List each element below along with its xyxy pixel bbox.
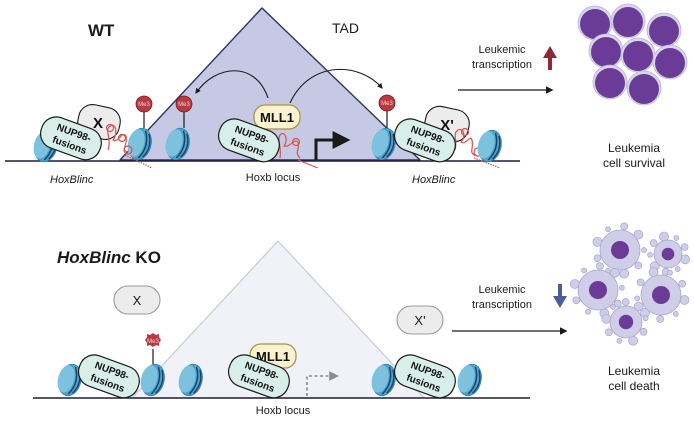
hoxb-rna-icon (278, 132, 319, 169)
x-prime-protein-detached: X' (396, 305, 444, 335)
result-line1: Leukemia (608, 364, 660, 378)
leukemia-cell-icon (620, 37, 656, 73)
leukemia-cell-icon (588, 33, 624, 69)
nup98-fusion-protein: NUP98- fusions (227, 354, 290, 399)
nucleosome-icon (454, 360, 486, 400)
me3-mark: Me3 (135, 95, 153, 128)
mll1-protein: MLL1 (253, 104, 301, 130)
loop-arrow-right (289, 68, 383, 104)
hoxb-locus-label: Hoxb locus (246, 172, 301, 184)
hoxblinc-label-right: HoxBlinc (412, 174, 456, 186)
nup98-fusion-protein: NUP98- fusions (77, 354, 140, 399)
transcription-label: transcription (472, 299, 532, 311)
nup98-fusion-protein: NUP98- fusions (217, 118, 280, 163)
tad-label: TAD (332, 20, 359, 36)
me3-mark: Me3 (175, 95, 193, 128)
svg-text:X: X (93, 115, 103, 132)
me3-mark: Me3 (145, 333, 161, 364)
wt-title: WT (88, 21, 115, 40)
dying-cell-icon (634, 267, 690, 323)
dying-cell-icon (592, 222, 647, 279)
transcription-label: transcription (472, 59, 532, 71)
svg-text:MLL1: MLL1 (260, 110, 294, 125)
ko-title: HoxBlinc KO (57, 248, 161, 267)
leukemia-cell-icon (592, 64, 628, 100)
leukemia-cell-icon (626, 70, 662, 106)
nup98-fusion-protein: NUP98- fusions (39, 116, 102, 161)
nucleosome-icon (474, 126, 506, 166)
result-line2: cell survival (603, 156, 665, 170)
dead-cells-cluster (569, 222, 691, 346)
leukemic-label: Leukemic (478, 284, 526, 296)
dying-cell-icon (569, 262, 625, 318)
arrow-up-icon (543, 46, 557, 70)
loop-arrow-left (195, 70, 269, 99)
x-protein-detached: X (113, 285, 161, 315)
svg-text:Me3: Me3 (147, 339, 159, 345)
result-line2: cell death (608, 379, 659, 393)
hoxblinc-label-left: HoxBlinc (50, 174, 94, 186)
wt-panel: WT TAD Me3 Me3 X (5, 3, 688, 186)
leukemia-cells-cluster (577, 3, 688, 106)
inactive-transcription-arrow (306, 371, 339, 396)
hoxblinc-rna-icon (105, 123, 153, 169)
svg-text:Me3: Me3 (178, 102, 190, 108)
leukemia-cell-icon (646, 12, 682, 48)
me3-mark: Me3 (378, 94, 396, 128)
svg-text:Me3: Me3 (138, 102, 150, 108)
leukemic-label: Leukemic (478, 44, 526, 56)
svg-text:Me3: Me3 (381, 101, 393, 107)
leukemia-cell-icon (610, 3, 646, 39)
svg-text:X: X (133, 293, 142, 308)
hoxb-locus-label: Hoxb locus (256, 405, 311, 417)
svg-text:MLL1: MLL1 (256, 349, 290, 364)
transcription-start-arrow (314, 131, 351, 160)
nup98-fusion-protein: NUP98- fusions (393, 118, 456, 163)
leukemia-cell-icon (577, 5, 613, 41)
nup98-fusion-protein: NUP98- fusions (393, 354, 456, 399)
dying-cell-icon (647, 231, 691, 276)
svg-text:X': X' (414, 313, 425, 328)
result-line1: Leukemia (608, 141, 660, 155)
ko-panel: HoxBlinc KO X Me3 NUP98- fusions MLL1 (33, 222, 691, 417)
dying-cell-icon (601, 298, 649, 346)
leukemia-cell-icon (652, 44, 688, 80)
arrow-down-icon (553, 284, 567, 308)
